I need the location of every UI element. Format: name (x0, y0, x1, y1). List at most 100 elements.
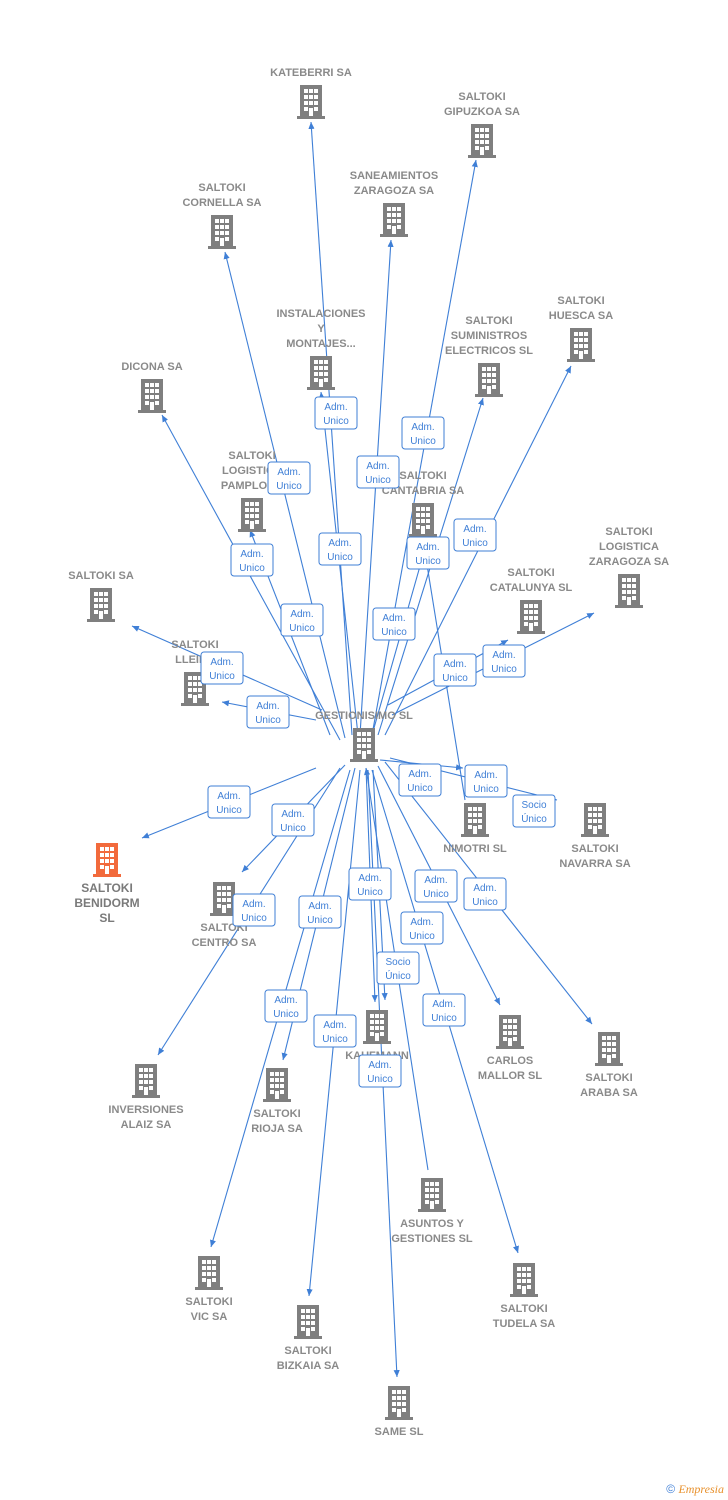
role-text-line: Adm. (416, 542, 439, 553)
role-badge[interactable]: Adm.Unico (264, 989, 308, 1023)
role-badge[interactable]: Adm.Unico (314, 396, 358, 430)
role-badge[interactable]: Adm.Unico (372, 607, 416, 641)
company-node-instalaciones[interactable]: INSTALACIONESYMONTAJES... (276, 308, 366, 390)
building-icon (294, 1305, 322, 1339)
role-badge[interactable]: Adm.Unico (401, 416, 445, 450)
company-name-line: ALAIZ SA (121, 1119, 172, 1131)
role-badge[interactable]: Adm.Unico (422, 993, 466, 1027)
role-badge[interactable]: Adm.Unico (207, 785, 251, 819)
role-text-line: Adm. (210, 657, 233, 668)
company-node-saneamientos[interactable]: SANEAMIENTOS ZARAGOZA SA (350, 170, 438, 237)
role-text-line: Único (521, 812, 547, 825)
role-badge-frame (200, 651, 244, 685)
role-badge-frame (464, 764, 508, 798)
role-badge[interactable]: Adm.Unico (271, 803, 315, 837)
role-badge[interactable]: Adm.Unico (200, 651, 244, 685)
role-badge[interactable]: Adm.Unico (348, 867, 392, 901)
relation-edge (223, 251, 346, 739)
role-badge[interactable]: Adm.Unico (433, 653, 477, 687)
company-node-gipuzkoa[interactable]: SALTOKI GIPUZKOA SA (444, 91, 520, 158)
footer-brand: © Empresia (666, 1482, 724, 1497)
role-badge-frame (318, 532, 362, 566)
company-node-same[interactable]: SAME SL (375, 1386, 424, 1438)
role-badge[interactable]: Adm.Unico (318, 532, 362, 566)
building-icon (461, 803, 489, 837)
role-badge[interactable]: Adm.Unico (463, 877, 507, 911)
role-badge[interactable]: Adm.Unico (453, 518, 497, 552)
company-name-line: INVERSIONES (108, 1104, 183, 1116)
building-icon (510, 1263, 538, 1297)
company-node-araba[interactable]: SALTOKI ARABA SA (580, 1032, 638, 1099)
role-badge-frame (414, 869, 458, 903)
company-name-line: ARABA SA (580, 1087, 638, 1099)
company-name-line: SALTOKI (458, 91, 505, 103)
company-node-gestionisimo[interactable]: GESTIONISIMO SL (315, 710, 413, 762)
company-name-line: SALTOKI (465, 315, 512, 327)
role-badge[interactable]: Adm.Unico (267, 461, 311, 495)
company-name-line: ZARAGOZA SA (589, 556, 669, 568)
building-icon (363, 1010, 391, 1044)
role-badge[interactable]: Adm.Unico (406, 536, 450, 570)
company-name-line: KATEBERRI SA (270, 67, 352, 79)
role-badge[interactable]: Adm.Unico (232, 893, 276, 927)
company-name-line: LOGISTICA (222, 465, 282, 477)
company-name-line: ZARAGOZA SA (354, 185, 434, 197)
company-name-line: SALTOKI (198, 182, 245, 194)
role-badge[interactable]: Adm.Unico (358, 1054, 402, 1088)
role-badge[interactable]: Adm.Unico (356, 455, 400, 489)
company-name-line: NAVARRA SA (559, 858, 630, 870)
role-badge[interactable]: Adm.Unico (414, 869, 458, 903)
role-badge[interactable]: Adm.Unico (246, 695, 290, 729)
building-icon (385, 1386, 413, 1420)
role-badge[interactable]: Adm.Unico (482, 644, 526, 678)
role-text-line: Unico (255, 715, 281, 726)
role-badge[interactable]: Adm.Unico (313, 1014, 357, 1048)
company-node-dicona[interactable]: DICONA SA (121, 361, 183, 413)
role-badge[interactable]: Adm.Unico (400, 911, 444, 945)
role-badge-frame (264, 989, 308, 1023)
role-text-line: Unico (322, 1034, 348, 1045)
company-name-line: SANEAMIENTOS (350, 170, 438, 182)
role-badge[interactable]: Adm. Unico (398, 763, 442, 797)
company-name-line: RIOJA SA (251, 1123, 303, 1135)
company-name-line: GIPUZKOA SA (444, 106, 520, 118)
role-text-line: Unico (407, 783, 433, 794)
company-node-saltokisa[interactable]: SALTOKI SA (68, 570, 134, 622)
company-node-alaiz[interactable]: INVERSIONES ALAIZ SA (108, 1064, 184, 1131)
role-badge[interactable]: Adm.Unico (298, 895, 342, 929)
company-name-line: SL (99, 911, 114, 925)
role-text-line: Unico (473, 784, 499, 795)
company-name-line: LOGISTICA (599, 541, 659, 553)
role-badge-frame (398, 763, 442, 797)
company-node-nimotri[interactable]: NIMOTRI SL (443, 803, 507, 855)
role-text-line: Unico (280, 823, 306, 834)
role-text-line: Adm. (408, 769, 431, 780)
role-badge-frame (313, 1014, 357, 1048)
role-badge-frame (372, 607, 416, 641)
role-text-line: Unico (241, 913, 267, 924)
role-badge[interactable]: Adm.Unico (464, 764, 508, 798)
role-badge[interactable]: Adm.Unico (280, 603, 324, 637)
role-badge[interactable]: Adm.Unico (230, 543, 274, 577)
role-text-line: Unico (276, 481, 302, 492)
company-name-line: SALTOKI (585, 1072, 632, 1084)
company-name-line: CATALUNYA SL (490, 582, 573, 594)
company-node-kateberri[interactable]: KATEBERRI SA (270, 67, 352, 119)
